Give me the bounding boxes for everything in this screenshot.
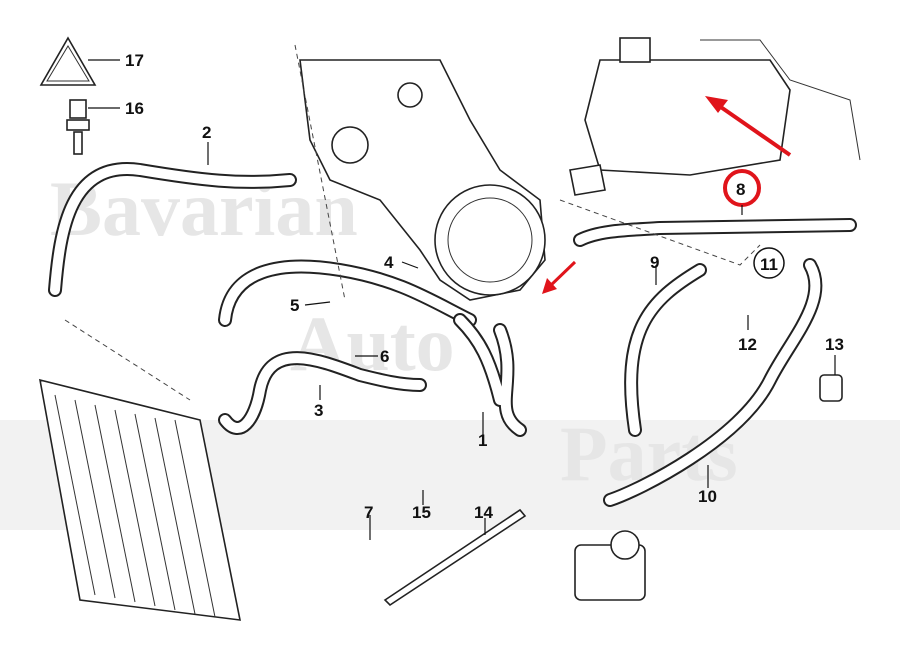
cable-tie: [383, 508, 527, 607]
label-part-7[interactable]: 7: [364, 503, 373, 522]
expansion-tank: [569, 37, 861, 196]
label-part-2[interactable]: 2: [202, 123, 211, 142]
hoses: [48, 162, 857, 507]
label-part-1[interactable]: 1: [478, 431, 487, 450]
circle-part-11: [753, 247, 785, 279]
label-part-14[interactable]: 14: [474, 503, 493, 522]
label-part-8[interactable]: 8: [736, 180, 745, 199]
label-part-17[interactable]: 17: [125, 51, 144, 70]
label-part-3[interactable]: 3: [314, 401, 323, 420]
label-part-12[interactable]: 12: [738, 335, 757, 354]
leader-lines: [88, 59, 836, 540]
engine-block: [299, 59, 546, 301]
warning-badge-icon: [39, 36, 97, 86]
label-part-6[interactable]: 6: [380, 347, 389, 366]
aux-water-pump: [574, 530, 646, 601]
label-part-9[interactable]: 9: [650, 253, 659, 272]
temperature-sensor: [66, 99, 90, 155]
clamp-13: [819, 374, 843, 402]
label-part-13[interactable]: 13: [825, 335, 844, 354]
label-part-11[interactable]: 11: [760, 255, 778, 274]
label-part-5[interactable]: 5: [290, 296, 299, 315]
guide-lines: [64, 44, 761, 401]
highlight-arrow-engine: [542, 260, 577, 294]
label-part-4[interactable]: 4: [384, 253, 394, 272]
label-part-16[interactable]: 16: [125, 99, 144, 118]
label-part-10[interactable]: 10: [698, 487, 717, 506]
label-part-15[interactable]: 15: [412, 503, 431, 522]
radiator: [38, 378, 242, 621]
highlight-arrow-tank: [705, 96, 792, 157]
